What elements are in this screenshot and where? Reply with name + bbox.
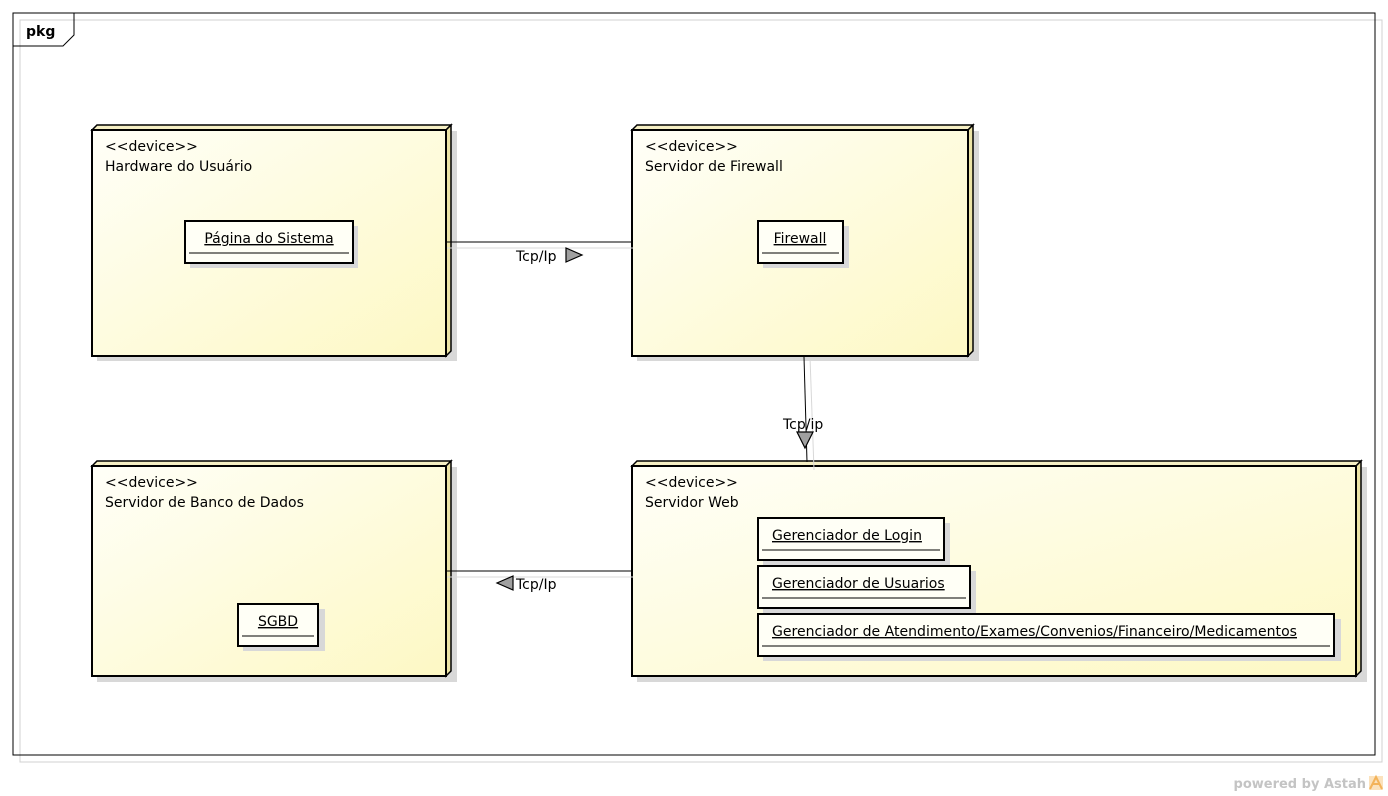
component-pagina-do-sistema[interactable]: Página do Sistema [184,220,358,268]
node-stereotype: <<device>> [645,139,738,155]
connection-hardware-firewall[interactable]: Tcp/Ip [447,241,633,265]
direction-arrow-icon [565,247,584,263]
frame-label: pkg [26,24,55,40]
node-name: Servidor de Banco de Dados [105,495,304,511]
connection-web-database[interactable]: Tcp/Ip [447,570,633,593]
component-gerenciador-de-usuarios[interactable]: Gerenciador de Usuarios [757,565,976,613]
connection-label: Tcp/Ip [515,577,557,593]
component-firewall[interactable]: Firewall [757,220,849,268]
watermark-text: powered by Astah [1234,777,1366,792]
component-gerenciador-de-login[interactable]: Gerenciador de Login [757,517,950,565]
node-name: Servidor Web [645,495,739,511]
direction-arrow-icon [796,431,814,450]
node-stereotype: <<device>> [105,139,198,155]
component-label: SGBD [258,614,298,630]
component-label: Página do Sistema [204,231,333,247]
node-stereotype: <<device>> [645,475,738,491]
node-name: Servidor de Firewall [645,159,783,175]
node-name: Hardware do Usuário [105,159,252,175]
node-stereotype: <<device>> [105,475,198,491]
component-label: Gerenciador de Login [772,528,922,544]
node-servidor-de-banco-de-dados[interactable]: <<device>> Servidor de Banco de Dados SG… [90,459,457,682]
connection-label: Tcp/Ip [515,249,557,265]
direction-arrow-icon [495,575,514,591]
node-hardware-do-usuario[interactable]: <<device>> Hardware do Usuário Página do… [90,123,457,361]
component-sgbd[interactable]: SGBD [237,603,325,651]
connection-label: Tcp/ip [782,417,823,433]
component-label: Gerenciador de Atendimento/Exames/Conven… [772,624,1297,640]
component-label: Gerenciador de Usuarios [772,576,945,592]
component-gerenciador-de-atendimento[interactable]: Gerenciador de Atendimento/Exames/Conven… [757,613,1341,661]
node-servidor-de-firewall[interactable]: <<device>> Servidor de Firewall Firewall [630,123,979,361]
astah-watermark: powered by Astah [1234,774,1383,792]
component-label: Firewall [774,231,827,247]
node-servidor-web[interactable]: <<device>> Servidor Web Gerenciador de L… [630,459,1367,682]
connection-firewall-web[interactable]: Tcp/ip [782,356,823,471]
astah-logo-icon [1369,774,1383,790]
package-frame: pkg [12,12,1383,763]
